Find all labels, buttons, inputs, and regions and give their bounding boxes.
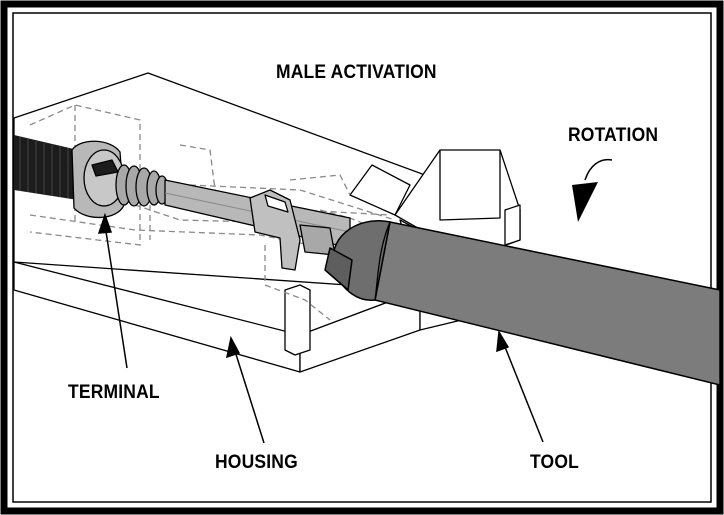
diagram-title: MALE ACTIVATION	[276, 62, 437, 83]
terminal-label: TERMINAL	[68, 382, 160, 403]
leader-lines	[97, 212, 544, 444]
housing-rear-edge	[439, 150, 501, 221]
terminal	[71, 140, 351, 271]
tool-shaft	[374, 221, 721, 386]
housing-label: HOUSING	[215, 452, 298, 473]
tool	[324, 220, 721, 386]
tool-tip	[324, 247, 353, 291]
housing-tab	[504, 204, 521, 246]
cable	[14, 135, 78, 200]
tool-label: TOOL	[530, 452, 579, 473]
rotation-arrow	[572, 158, 613, 222]
cable-body	[14, 135, 78, 200]
hidden-lines	[29, 104, 396, 321]
rotation-label: ROTATION	[568, 125, 659, 146]
inner-frame	[12, 12, 712, 503]
housing-rear-notch	[349, 164, 411, 216]
housing-step	[284, 284, 311, 356]
